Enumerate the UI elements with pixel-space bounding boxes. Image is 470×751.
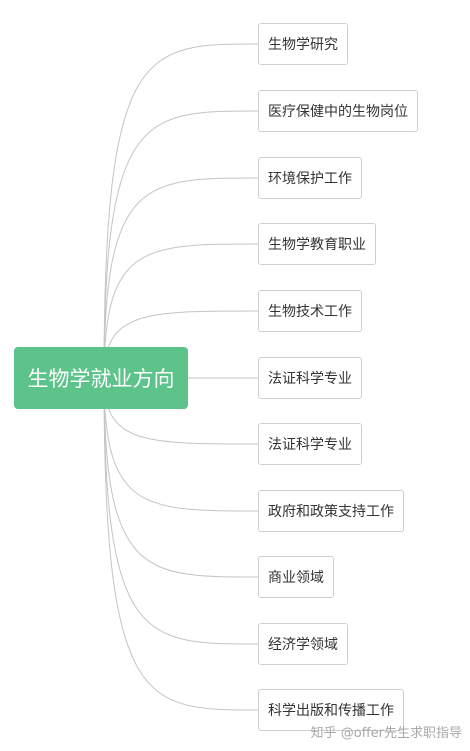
branch-node-8[interactable]: 政府和政策支持工作 (258, 490, 404, 532)
branch-node-9[interactable]: 商业领域 (258, 556, 334, 598)
branch-label: 医疗保健中的生物岗位 (268, 104, 408, 120)
branch-node-2[interactable]: 医疗保健中的生物岗位 (258, 90, 418, 132)
branch-label: 政府和政策支持工作 (268, 504, 394, 520)
branch-label: 法证科学专业 (268, 437, 352, 453)
connector-line-2 (103, 110, 259, 379)
connector-line-9 (103, 377, 259, 578)
connector-line-1 (103, 43, 259, 379)
connector-line-11 (103, 377, 259, 711)
branch-node-6[interactable]: 法证科学专业 (258, 357, 362, 399)
branch-label: 生物学研究 (268, 37, 338, 53)
connector-line-4 (103, 243, 259, 379)
branch-label: 法证科学专业 (268, 371, 352, 387)
watermark: 知乎 @offer先生求职指导 (310, 726, 462, 741)
branch-node-5[interactable]: 生物技术工作 (258, 290, 362, 332)
branch-node-4[interactable]: 生物学教育职业 (258, 223, 376, 265)
connector-line-8 (103, 377, 259, 512)
branch-node-3[interactable]: 环境保护工作 (258, 157, 362, 199)
connector-line-3 (103, 177, 259, 379)
branch-node-10[interactable]: 经济学领域 (258, 623, 348, 665)
branch-label: 商业领域 (268, 570, 324, 586)
connector-line-10 (103, 377, 259, 645)
branch-node-1[interactable]: 生物学研究 (258, 23, 348, 65)
branch-label: 科学出版和传播工作 (268, 703, 394, 719)
branch-label: 生物学教育职业 (268, 237, 366, 253)
branch-node-11[interactable]: 科学出版和传播工作 (258, 689, 404, 731)
root-node-label: 生物学就业方向 (27, 367, 175, 391)
branch-label: 环境保护工作 (268, 171, 352, 187)
branch-label: 经济学领域 (268, 637, 338, 653)
root-node[interactable]: 生物学就业方向 (14, 347, 188, 409)
branch-node-7[interactable]: 法证科学专业 (258, 423, 362, 465)
branch-label: 生物技术工作 (268, 304, 352, 320)
